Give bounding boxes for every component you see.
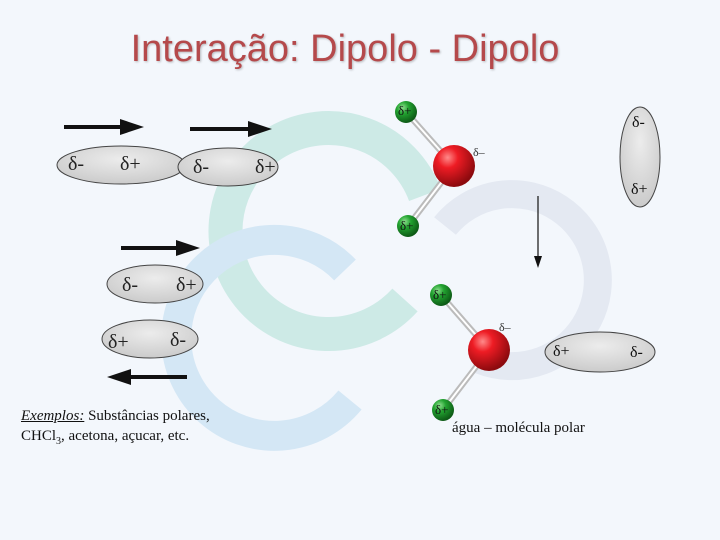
arrow-down-icon xyxy=(534,196,542,268)
charge-label-negative: δ- xyxy=(632,114,645,131)
charge-label-positive: δ+ xyxy=(398,103,412,118)
charge-label-negative: δ- xyxy=(170,329,187,351)
charge-label-positive: δ+ xyxy=(120,153,141,175)
charge-label-positive: δ+ xyxy=(108,331,129,353)
formula-subscript: 3 xyxy=(56,436,62,447)
water-molecule xyxy=(395,101,475,237)
hydrogen-atom xyxy=(432,399,454,421)
formula-rest: , acetona, açucar, etc. xyxy=(61,428,190,444)
water-molecule xyxy=(430,284,510,421)
dipole-molecule xyxy=(177,147,279,187)
arrow-left-icon xyxy=(107,369,187,385)
hydrogen-atom xyxy=(430,284,452,306)
charge-label-positive: δ+ xyxy=(553,343,570,360)
hydrogen-atom xyxy=(397,215,419,237)
examples-label: Exemplos: xyxy=(21,408,85,424)
oxygen-atom xyxy=(468,329,510,371)
formula-prefix: CHCl xyxy=(21,428,57,444)
charge-label-positive: δ+ xyxy=(435,402,449,417)
examples-caption: Exemplos: Substâncias polares, CHCl3, ac… xyxy=(21,406,210,452)
charge-label-negative: δ- xyxy=(630,344,643,361)
charge-label-negative: δ- xyxy=(193,156,210,178)
page-title: Interação: Dipolo - Dipolo xyxy=(130,28,560,70)
charge-label-positive: δ+ xyxy=(255,156,276,178)
charge-label-positive: δ+ xyxy=(176,274,197,296)
hydrogen-atom xyxy=(395,101,417,123)
charge-label-negative: δ– xyxy=(499,320,511,334)
oxygen-atom xyxy=(433,145,475,187)
arrow-right-icon xyxy=(190,121,272,137)
charge-label-negative: δ– xyxy=(473,145,485,159)
dipole-molecule xyxy=(544,331,656,373)
charge-label-positive: δ+ xyxy=(631,181,648,198)
arrow-right-icon xyxy=(121,240,200,256)
charge-label-negative: δ- xyxy=(122,274,139,296)
dipole-molecule xyxy=(106,264,204,304)
charge-label-negative: δ- xyxy=(68,153,85,175)
water-caption: água – molécula polar xyxy=(452,420,585,436)
dipole-molecule xyxy=(101,319,199,359)
charge-label-positive: δ+ xyxy=(433,287,447,302)
examples-text: Substâncias polares, xyxy=(88,408,210,424)
arrow-right-icon xyxy=(64,119,144,135)
charge-label-positive: δ+ xyxy=(400,218,414,233)
dipole-molecule xyxy=(619,106,661,208)
